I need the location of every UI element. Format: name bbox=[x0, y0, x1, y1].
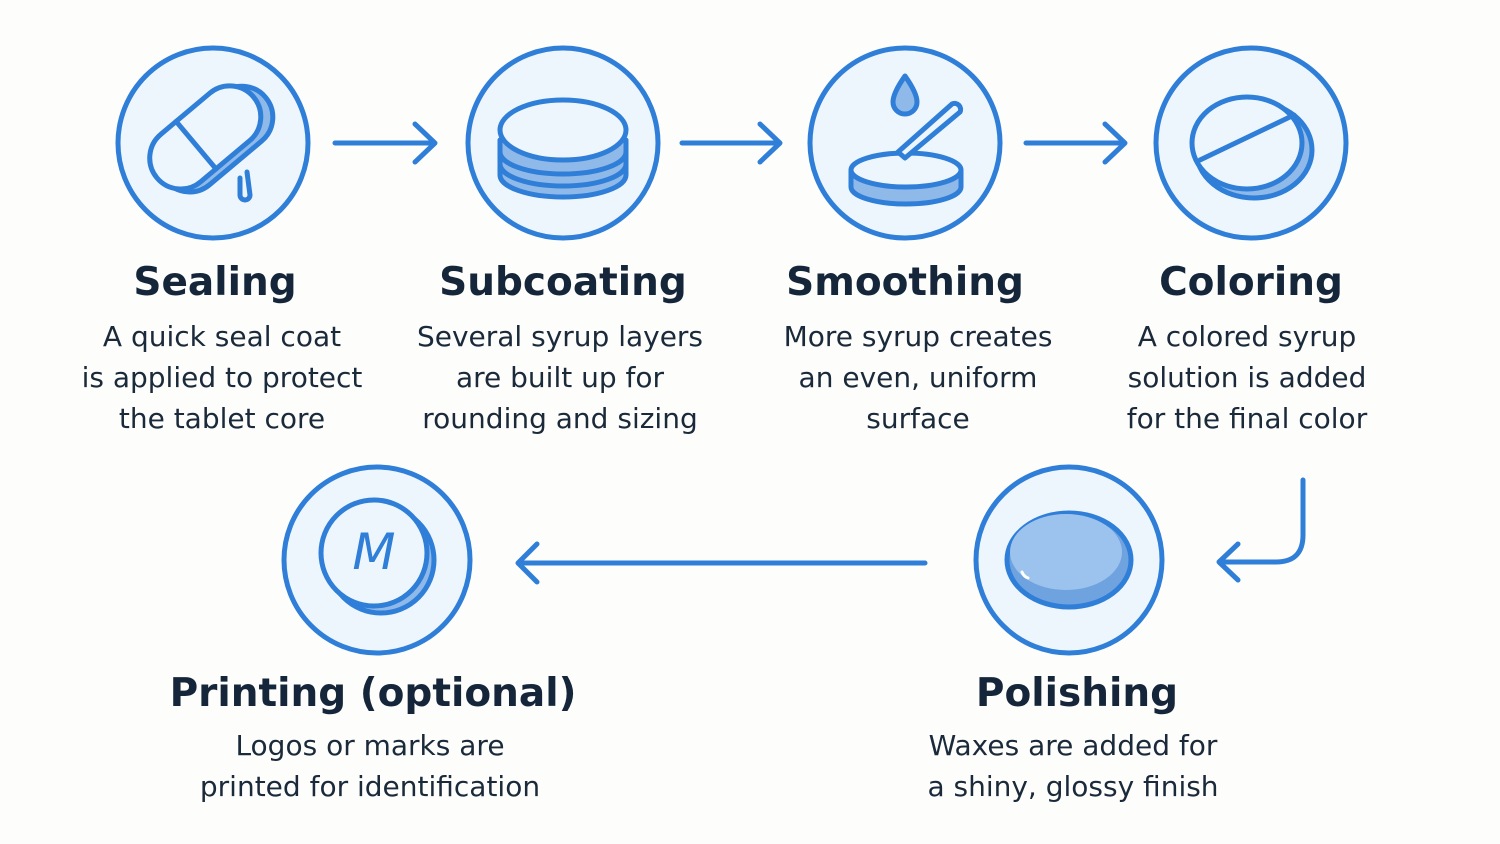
step-title: Subcoating bbox=[439, 260, 687, 305]
printing-mark: M bbox=[352, 523, 396, 581]
step-title: Sealing bbox=[133, 260, 297, 305]
drop-spatula-icon bbox=[848, 73, 964, 207]
arrow-left-icon bbox=[515, 541, 928, 585]
glossy-tablet-icon bbox=[1004, 510, 1134, 610]
printed-tablet-icon bbox=[318, 497, 437, 616]
step-title: Coloring bbox=[1159, 260, 1343, 305]
arrow-bent-left-icon bbox=[1216, 477, 1306, 583]
arrow-right-icon bbox=[332, 121, 438, 165]
step-title: Polishing bbox=[975, 671, 1179, 716]
scored-tablet-icon bbox=[1189, 94, 1315, 201]
capsule-drip-icon bbox=[147, 83, 276, 195]
stacked-layers-icon bbox=[497, 97, 629, 200]
arrow-right-icon bbox=[1023, 121, 1128, 165]
drip-icon bbox=[237, 169, 253, 203]
arrow-right-icon bbox=[679, 121, 783, 165]
step-title: Printing (optional) bbox=[169, 671, 577, 716]
step-title: Smoothing bbox=[786, 260, 1024, 305]
